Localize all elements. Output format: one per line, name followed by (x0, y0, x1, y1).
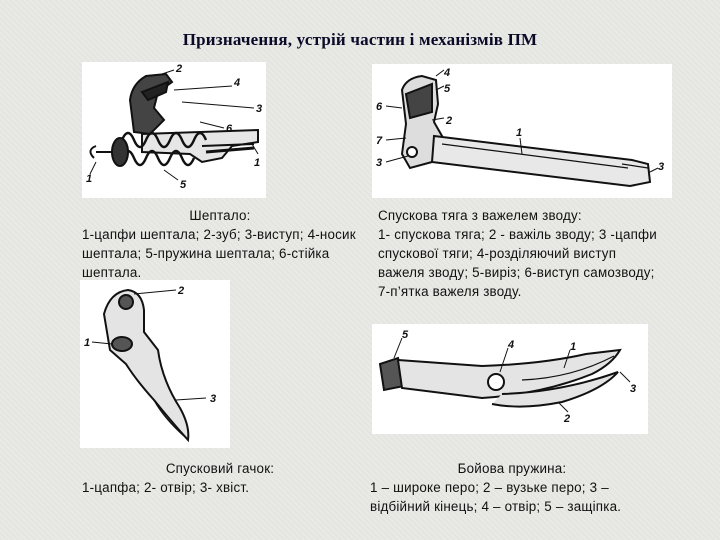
trigger-bar-label-5: 5 (444, 83, 451, 95)
sear-heading: Шептало: (189, 208, 251, 223)
mainspring-label-4: 4 (507, 339, 514, 351)
trigger-bar-caption: Спускова тяга з важелем зводу: 1- спуско… (378, 206, 658, 301)
sear-label-5: 5 (180, 179, 187, 191)
mainspring-caption: Бойова пружина: 1 – широке перо; 2 – вуз… (370, 459, 654, 516)
sear-label-4: 4 (233, 77, 240, 89)
sear-label-2: 2 (175, 63, 182, 75)
mainspring-label-3: 3 (630, 383, 636, 395)
sear-description: 1-цапфи шептала; 2-зуб; 3-виступ; 4-носи… (82, 227, 356, 280)
sear-image: 1 2 4 3 6 5 1 (82, 62, 266, 198)
trigger-bar-label-2: 2 (445, 115, 452, 127)
trigger-heading: Спусковий гачок: (165, 461, 275, 476)
trigger-label-2: 2 (177, 285, 184, 297)
trigger-bar-image: 4 5 6 2 7 1 3 3 (372, 64, 672, 198)
sear-label-1: 1 (254, 157, 260, 169)
mainspring-description: 1 – широке перо; 2 – вузьке перо; 3 – ві… (370, 480, 622, 514)
mainspring-image: 5 4 1 3 2 (372, 324, 648, 434)
trigger-bar-label-3b: 3 (658, 161, 664, 173)
mainspring-label-5: 5 (402, 329, 409, 341)
trigger-bar-label-4: 4 (443, 67, 450, 79)
sear-caption: Шептало: 1-цапфи шептала; 2-зуб; 3-висту… (82, 206, 358, 282)
trigger-bar-label-6: 6 (376, 101, 383, 113)
trigger-bar-label-7: 7 (376, 135, 383, 147)
mainspring-heading: Бойова пружина: (457, 461, 567, 476)
sear-label-1b: 1 (86, 173, 92, 185)
trigger-bar-label-3a: 3 (376, 157, 382, 169)
trigger-image: 2 1 3 (80, 280, 230, 448)
sear-label-3: 3 (256, 103, 262, 115)
mainspring-label-1: 1 (570, 341, 576, 353)
trigger-bar-label-1: 1 (516, 127, 522, 139)
sear-label-6: 6 (226, 123, 233, 135)
mainspring-label-2: 2 (563, 413, 570, 425)
trigger-bar-heading: Спускова тяга з важелем зводу: (378, 208, 582, 223)
slide-title: Призначення, устрій частин і механізмів … (182, 30, 538, 49)
trigger-label-3: 3 (210, 393, 216, 405)
trigger-bar-description: 1- спускова тяга; 2 - важіль зводу; 3 -ц… (378, 227, 657, 299)
trigger-label-1: 1 (84, 337, 90, 349)
trigger-caption: Спусковий гачок: 1-цапфа; 2- отвір; 3- х… (82, 459, 358, 497)
trigger-description: 1-цапфа; 2- отвір; 3- хвіст. (82, 480, 250, 495)
